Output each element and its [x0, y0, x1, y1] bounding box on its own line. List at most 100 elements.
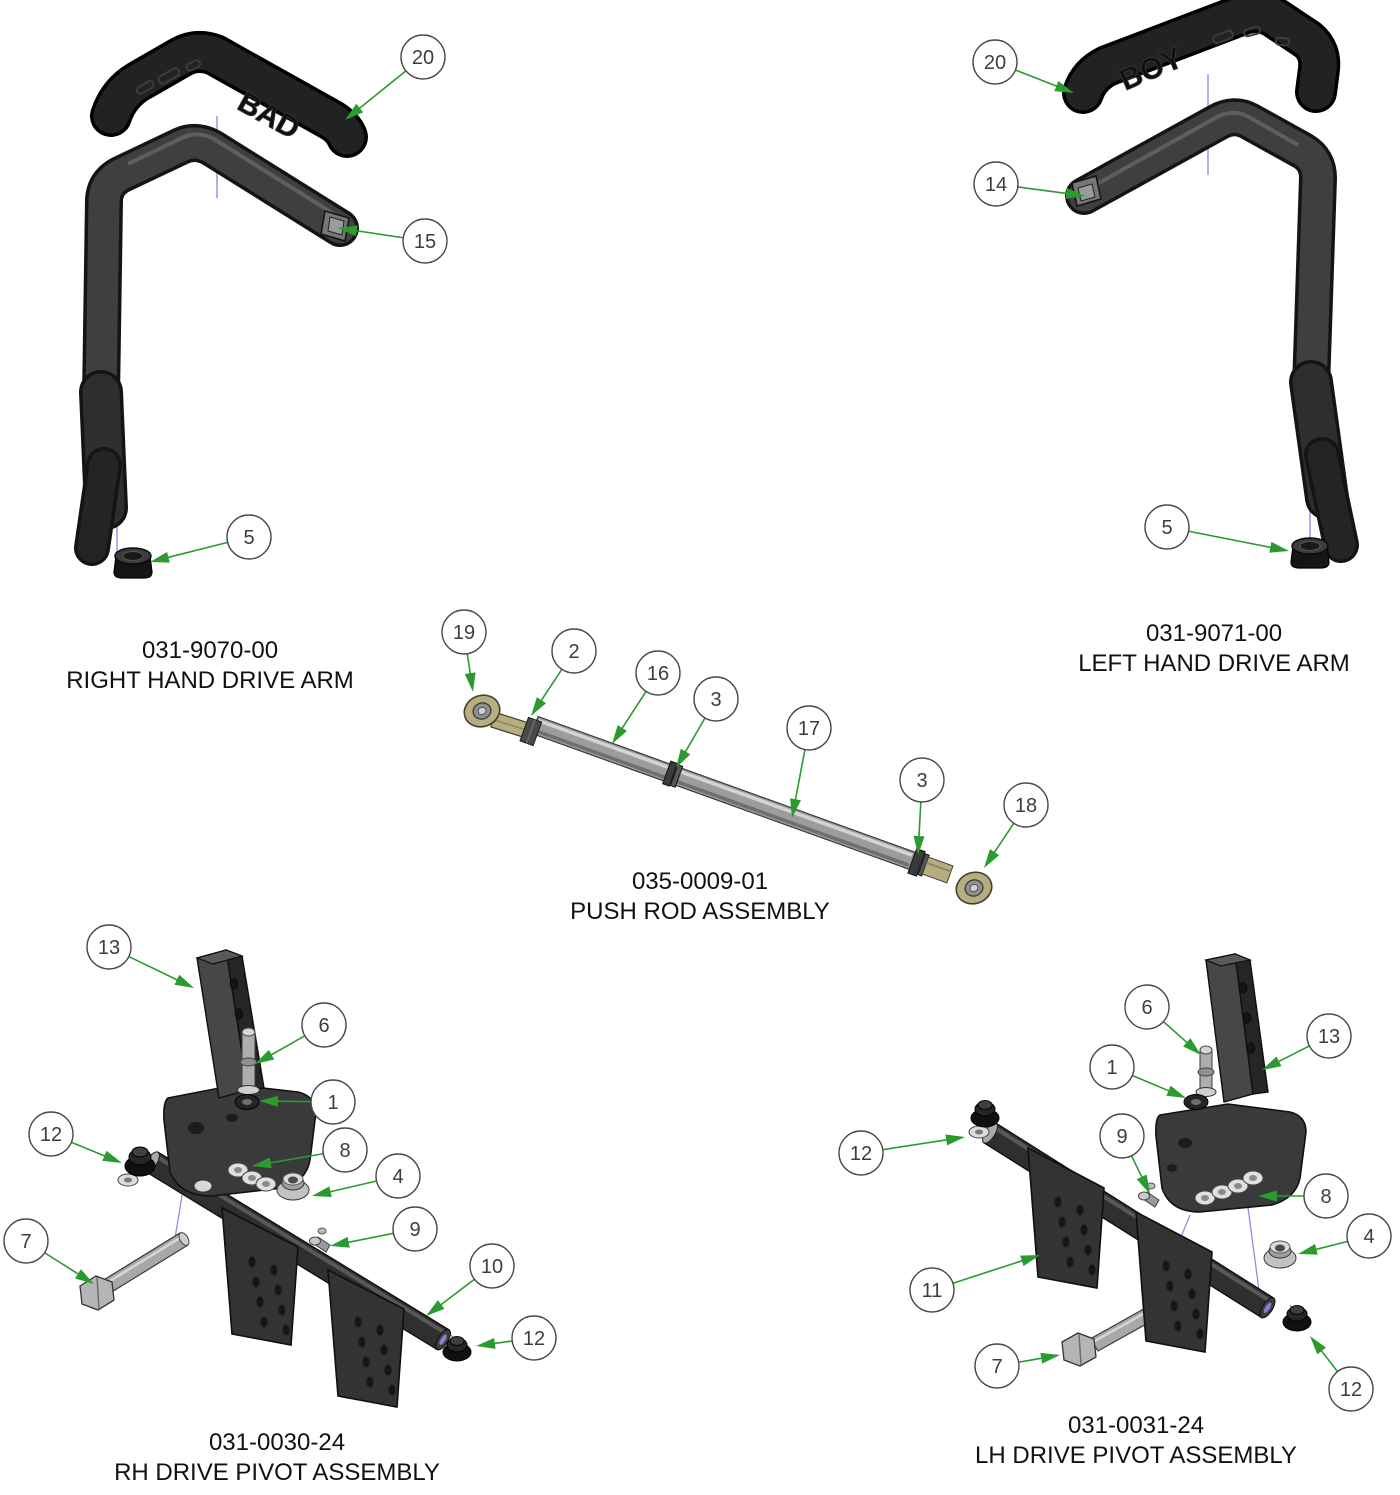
- callout-number: 20: [412, 47, 434, 69]
- part-number-label: 031-9070-00: [142, 637, 278, 664]
- arrowhead-icon: [1040, 1352, 1060, 1364]
- callout-balloon: [28, 1111, 74, 1157]
- rod-end-left: [463, 694, 543, 747]
- callout-balloon: [301, 1002, 347, 1048]
- mount-bracket: [1027, 1146, 1105, 1289]
- leader-line: [1017, 186, 1069, 195]
- push-rod-tube: [531, 715, 954, 884]
- arrowhead-icon: [1054, 80, 1074, 93]
- leader-line: [683, 717, 706, 754]
- part-title-label: LEFT HAND DRIVE ARM: [1078, 650, 1350, 677]
- callout-5: 5: [1144, 504, 1289, 553]
- callout-number: 12: [523, 1328, 545, 1350]
- callout-balloon: [469, 1243, 515, 1289]
- callout-13: 13: [86, 924, 194, 988]
- callout-7: 7: [974, 1343, 1060, 1389]
- set-bolt: [1138, 1182, 1160, 1208]
- callout-balloon: [693, 676, 739, 722]
- arrowhead-icon: [150, 552, 170, 563]
- part-title-label: LH DRIVE PIVOT ASSEMBLY: [975, 1442, 1297, 1469]
- callout-number: 12: [40, 1124, 62, 1146]
- leader-line: [268, 1152, 324, 1164]
- callout-9: 9: [1099, 1113, 1150, 1194]
- callout-balloon: [441, 609, 487, 655]
- end-cap: [1290, 537, 1330, 569]
- leader-line: [1015, 69, 1059, 88]
- callout-15: 15: [338, 218, 448, 264]
- leader-line: [346, 1232, 394, 1244]
- part-number-label: 031-9071-00: [1146, 620, 1282, 647]
- lh-pivot-drawing: [968, 952, 1312, 1367]
- callout-number: 6: [1141, 997, 1152, 1019]
- callout-number: 12: [1340, 1379, 1362, 1401]
- callout-number: 18: [1015, 795, 1037, 817]
- part-title-label: PUSH ROD ASSEMBLY: [570, 898, 830, 925]
- arrowhead-icon: [531, 697, 547, 716]
- callout-balloon: [86, 924, 132, 970]
- arrowhead-icon: [464, 672, 476, 692]
- callout-number: 4: [392, 1166, 403, 1188]
- callout-1: 1: [259, 1079, 356, 1125]
- callout-number: 13: [98, 937, 120, 959]
- callout-8: 8: [252, 1127, 368, 1173]
- arrowhead-icon: [984, 849, 1000, 868]
- arrowhead-icon: [1065, 188, 1085, 199]
- leader-line: [269, 1035, 306, 1057]
- callout-number: 6: [318, 1015, 329, 1037]
- callout-8: 8: [1258, 1173, 1349, 1219]
- callout-number: 1: [327, 1092, 338, 1114]
- rod-collar: [662, 760, 679, 787]
- callout-balloon: [3, 1218, 49, 1264]
- callout-10: 10: [426, 1243, 515, 1316]
- callout-balloon: [786, 705, 832, 751]
- callout-12: 12: [28, 1111, 122, 1163]
- leader-line: [1162, 1021, 1189, 1045]
- callout-number: 9: [1116, 1126, 1127, 1148]
- arrowhead-icon: [312, 1186, 332, 1198]
- callout-balloon: [226, 514, 272, 560]
- arrowhead-icon: [676, 748, 691, 768]
- leader-line: [794, 749, 806, 802]
- arrowhead-icon: [1166, 1085, 1186, 1098]
- leader-line: [492, 1340, 513, 1345]
- flange-lock-nut: [1282, 1305, 1312, 1332]
- callout-6: 6: [255, 1002, 347, 1064]
- part-title-label: RH DRIVE PIVOT ASSEMBLY: [114, 1459, 440, 1486]
- callout-balloon: [1144, 504, 1190, 550]
- callout-11: 11: [909, 1255, 1040, 1313]
- callout-balloon: [1328, 1366, 1374, 1412]
- callout-2: 2: [531, 628, 597, 716]
- callout-12: 12: [1310, 1336, 1374, 1412]
- drive-arm-grip: BOY: [1062, 0, 1341, 114]
- lock-nut: [234, 1094, 260, 1110]
- callout-12: 12: [476, 1315, 557, 1361]
- callout-balloon: [392, 1206, 438, 1252]
- callout-balloon: [322, 1127, 368, 1173]
- callout-19: 19: [441, 609, 487, 692]
- arrowhead-icon: [252, 1157, 272, 1169]
- leader-line: [1319, 1348, 1339, 1373]
- callout-number: 16: [647, 663, 669, 685]
- callout-4: 4: [1298, 1213, 1392, 1259]
- callout-balloon: [1303, 1173, 1349, 1219]
- callout-7: 7: [3, 1218, 94, 1284]
- leader-line: [166, 541, 228, 559]
- leader-line: [128, 955, 180, 982]
- arrowhead-icon: [174, 974, 194, 988]
- grip-molding-marks: [135, 59, 202, 95]
- callout-4: 4: [312, 1153, 421, 1199]
- callout-number: 15: [414, 231, 436, 253]
- leader-line: [354, 229, 404, 239]
- flange-lock-nut: [117, 1146, 156, 1187]
- leader-line: [1130, 1155, 1144, 1180]
- drive-arm-tube: [74, 124, 359, 566]
- rh-pivot-drawing: [79, 948, 472, 1408]
- callout-17: 17: [786, 705, 832, 818]
- leader-line: [1314, 1240, 1348, 1251]
